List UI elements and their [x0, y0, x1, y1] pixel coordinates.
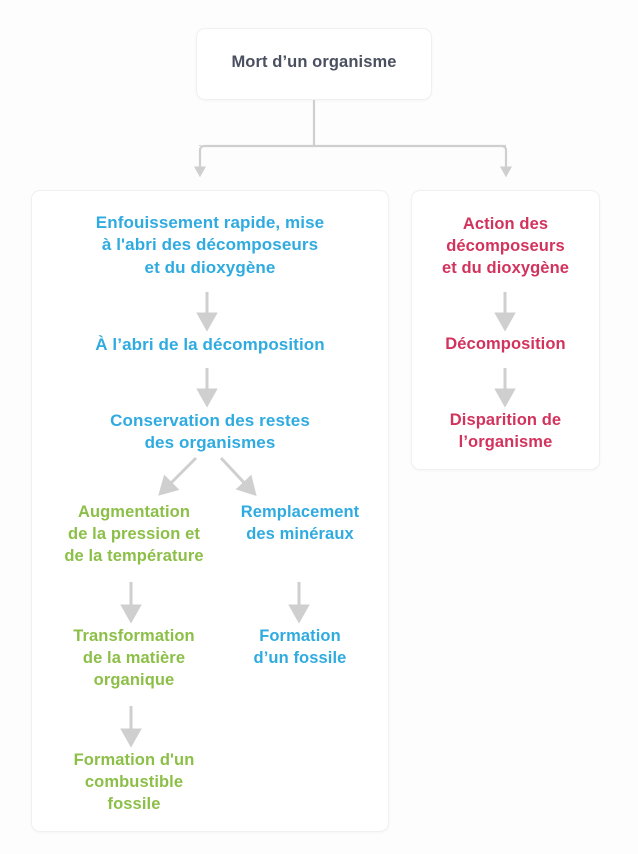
root-node-label: Mort d’un organisme [231, 53, 397, 71]
node-abri-decomposition: À l’abri de la décomposition [95, 335, 325, 354]
node-decomposition: Décomposition [445, 335, 566, 353]
root-node-card [196, 28, 432, 100]
fossilization-branch-card [31, 190, 389, 832]
root-fork-connector [193, 100, 513, 178]
